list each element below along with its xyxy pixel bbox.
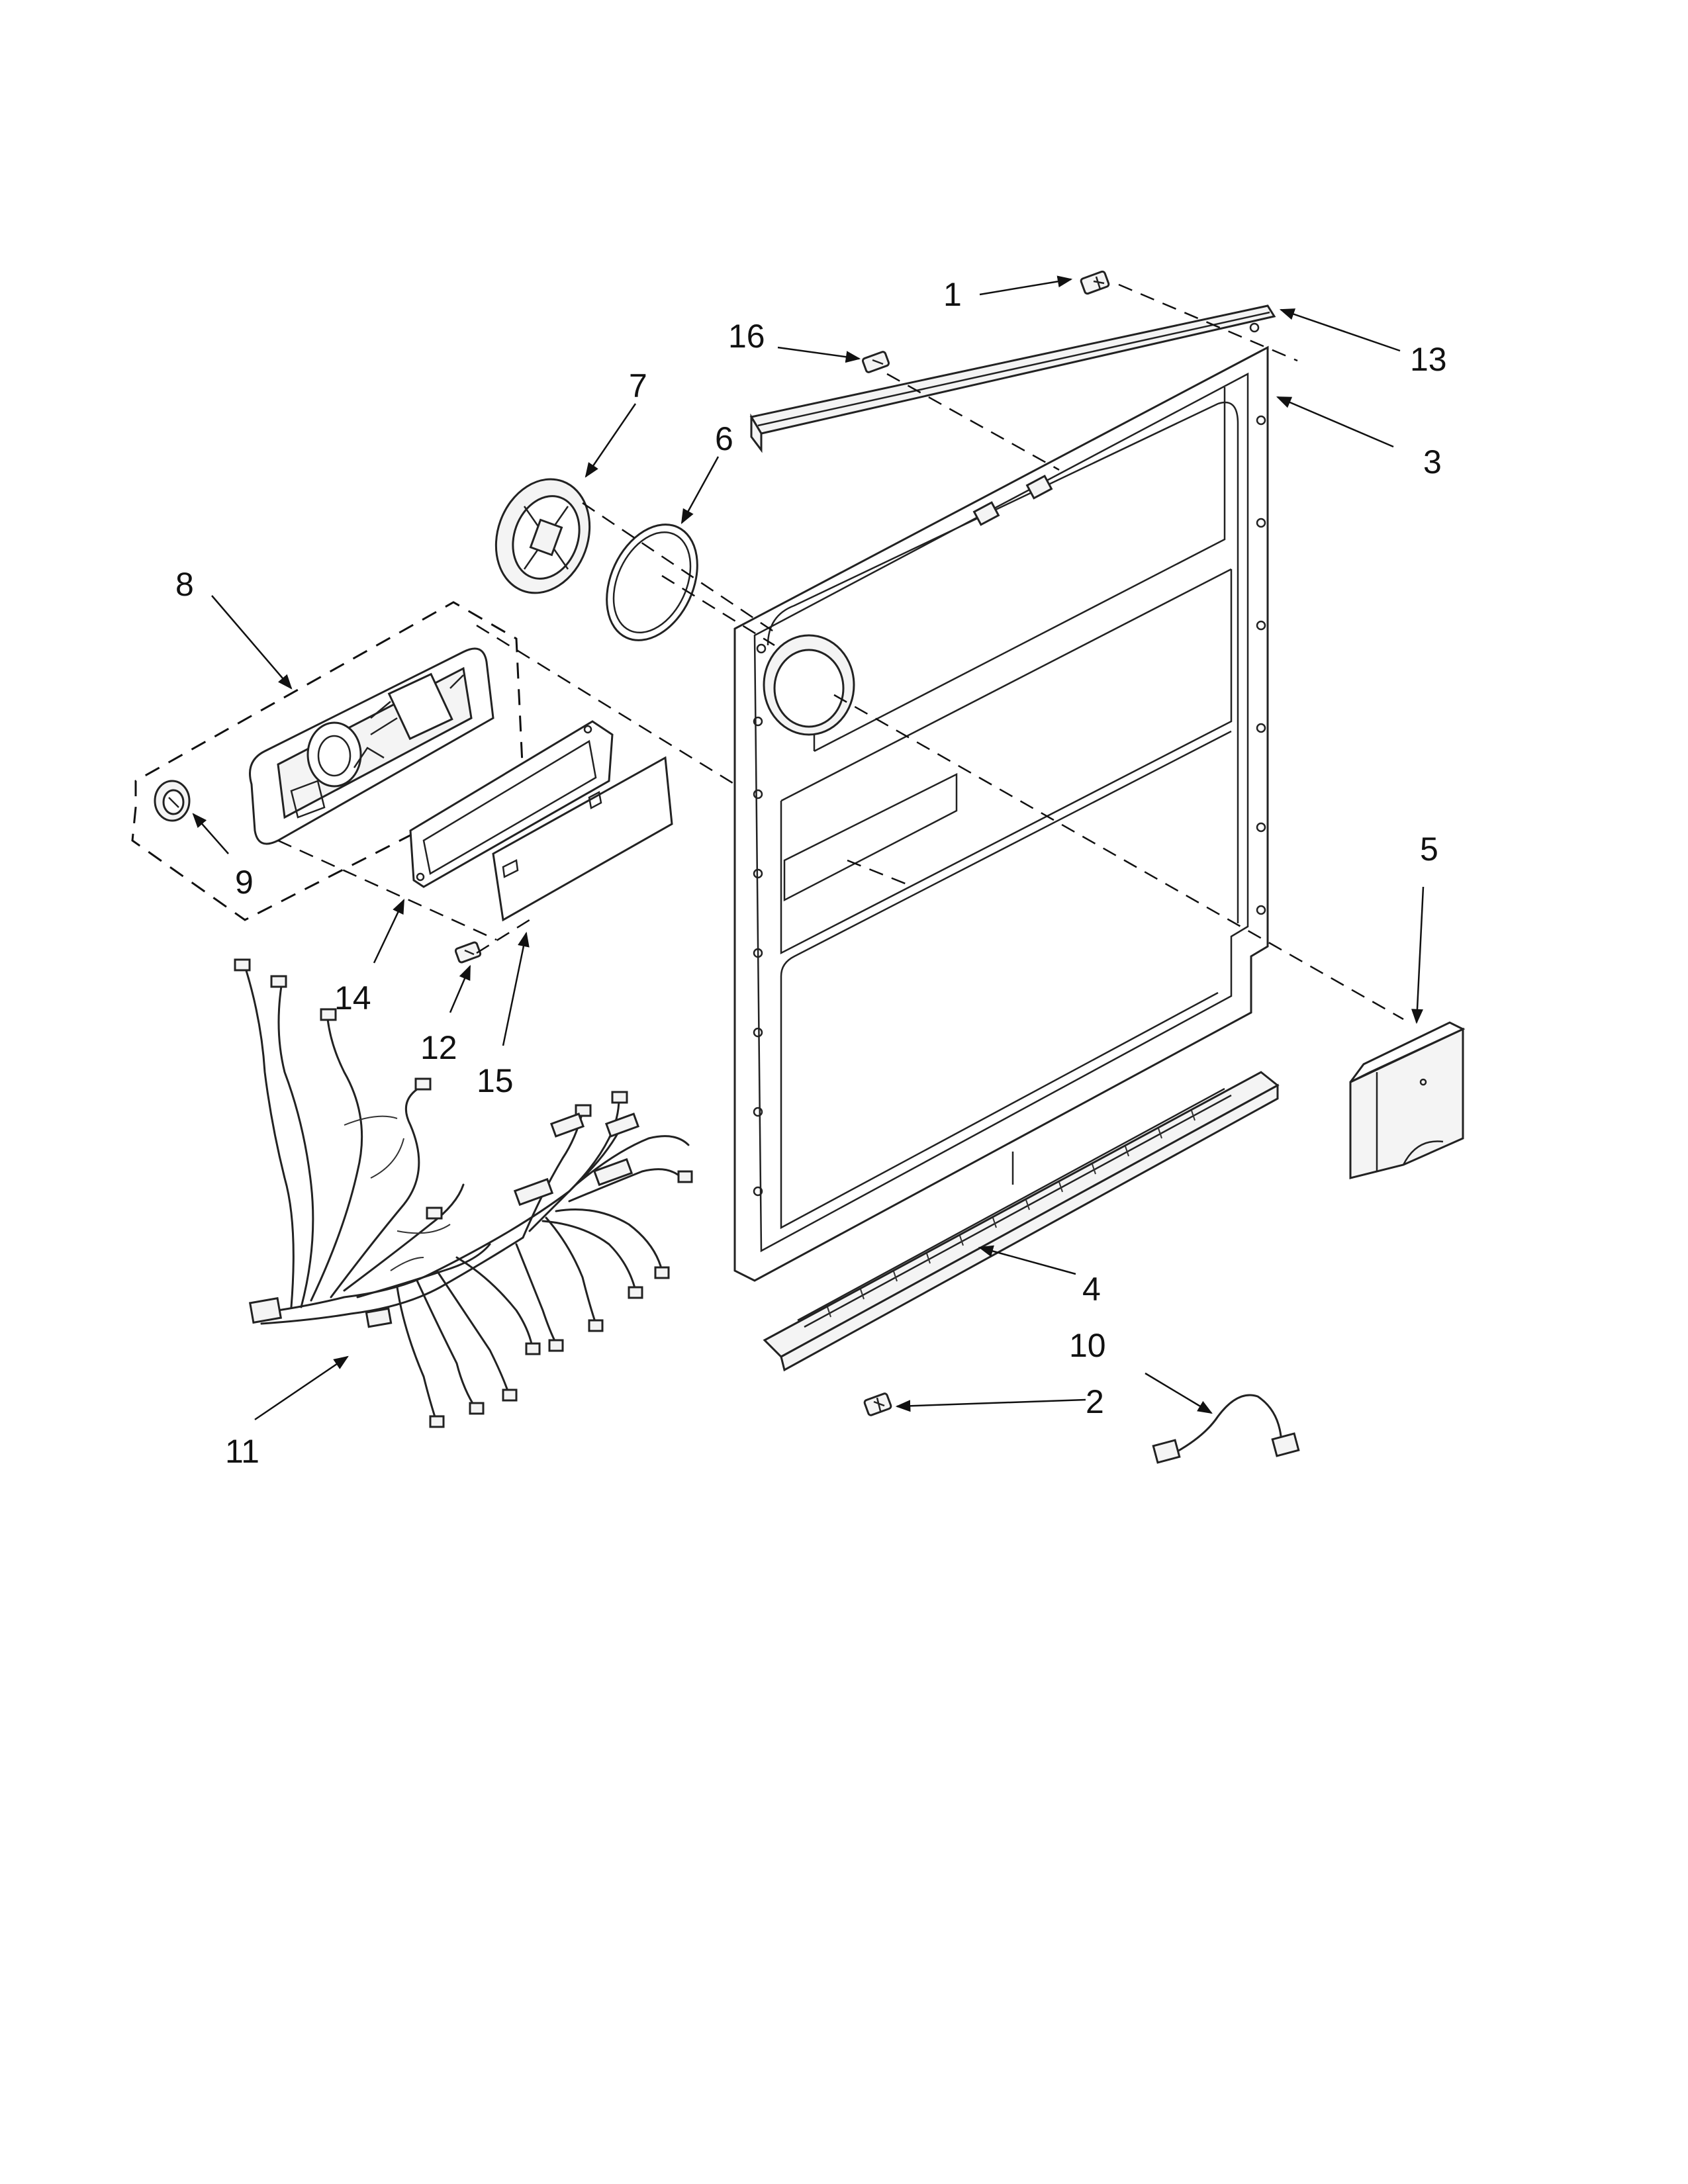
screw-2 [863, 1392, 892, 1416]
bottom-vent-strip [763, 1071, 1280, 1372]
dispenser-knob [154, 780, 191, 822]
dispenser-assembly-group [131, 601, 524, 921]
callout-10: 10 [1069, 1327, 1106, 1364]
leader-arrows [192, 275, 1425, 1421]
assembly-guide-lines [277, 283, 1404, 1021]
callout-5: 5 [1420, 831, 1438, 868]
inner-door-panel [733, 322, 1269, 1282]
top-trim-strip [749, 304, 1276, 453]
mounting-holes [753, 322, 1266, 1197]
callout-15: 15 [477, 1062, 514, 1099]
screw-12 [454, 941, 482, 964]
vent-duct-assembly [1349, 1021, 1466, 1179]
callout-12: 12 [420, 1029, 457, 1066]
control-gasket-frame [409, 720, 614, 888]
callout-7: 7 [629, 367, 647, 404]
callout-9: 9 [235, 864, 254, 901]
dispenser-housing [249, 647, 494, 845]
callout-6: 6 [715, 420, 733, 457]
vent-slots [827, 1110, 1196, 1318]
gasket-ring [606, 523, 698, 641]
callout-2: 2 [1086, 1383, 1104, 1420]
callout-3: 3 [1423, 443, 1442, 480]
callout-13: 13 [1410, 341, 1447, 378]
control-panel-plate [492, 756, 673, 922]
callout-11: 11 [225, 1433, 259, 1470]
screw-1 [1080, 270, 1110, 295]
callout-labels: 1 16 13 3 7 6 8 9 5 4 10 2 11 14 12 15 [175, 276, 1447, 1470]
callout-4: 4 [1082, 1271, 1101, 1308]
dispenser-cap [494, 478, 591, 594]
screw-16 [861, 351, 890, 373]
short-wire-harness [1152, 1394, 1300, 1464]
callout-14: 14 [334, 979, 371, 1017]
callout-8: 8 [175, 566, 194, 603]
main-wire-harness [234, 958, 693, 1428]
callout-1: 1 [943, 276, 962, 313]
callout-16: 16 [728, 318, 765, 355]
